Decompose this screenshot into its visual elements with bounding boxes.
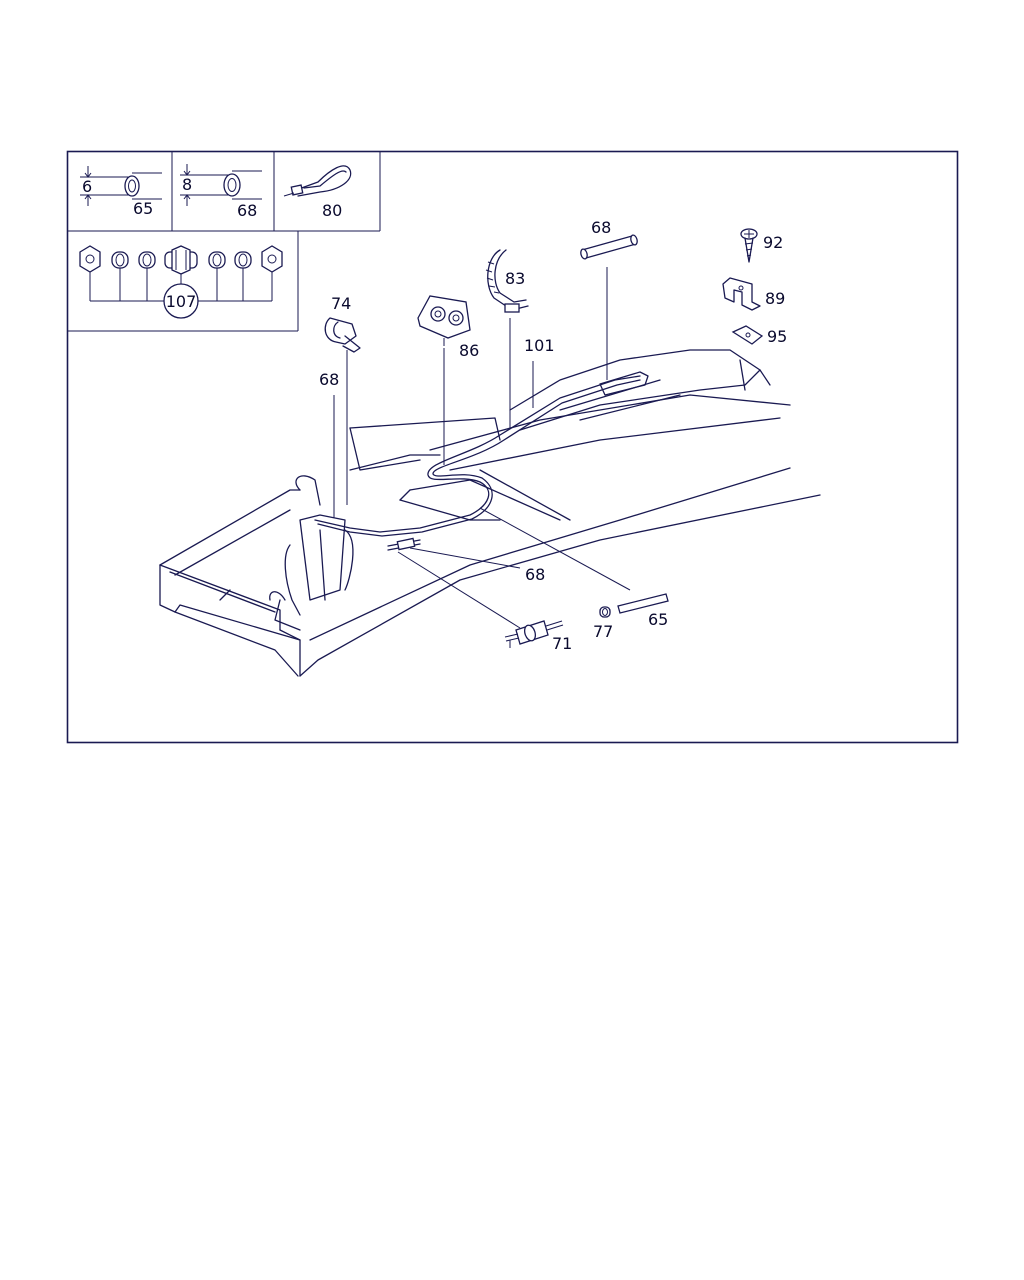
fuel-filter-icon (504, 620, 564, 648)
label-89: 89 (765, 289, 785, 308)
strap-icon (485, 249, 529, 313)
label-68-top: 68 (591, 218, 611, 237)
label-74: 74 (331, 294, 351, 313)
fuel-line (314, 375, 641, 551)
screw-icon (740, 228, 758, 263)
label-77: 77 (593, 622, 613, 641)
label-68-left: 68 (319, 370, 339, 389)
label-86: 86 (459, 341, 479, 360)
diagram-frame (66, 150, 959, 744)
label-95: 95 (767, 327, 787, 346)
label-68-mid: 68 (525, 565, 545, 584)
hose-8mm-icon (180, 164, 262, 206)
inset-label-80: 80 (322, 201, 342, 220)
kit-label-107: 107 (166, 292, 197, 311)
inset-label-65: 65 (133, 199, 153, 218)
hose-6mm-icon (80, 166, 162, 206)
double-clip-86-icon (417, 295, 471, 346)
label-101: 101 (524, 336, 555, 355)
hose-segment-65-icon (617, 593, 669, 614)
label-65: 65 (648, 610, 668, 629)
fittings-kit-icon (79, 245, 283, 319)
bracket-icon (722, 277, 761, 311)
cable-tie-icon (283, 165, 352, 197)
leader-lines (333, 267, 631, 629)
label-71: 71 (552, 634, 572, 653)
hose-segment-68-icon (580, 234, 638, 260)
label-92: 92 (763, 233, 783, 252)
label-83: 83 (505, 269, 525, 288)
inset-label-68: 68 (237, 201, 257, 220)
clip-74-icon (324, 317, 361, 353)
inset-dim-8: 8 (182, 175, 192, 194)
inset-dim-6: 6 (82, 177, 92, 196)
plug-icon (599, 606, 611, 618)
chassis-frame (159, 349, 821, 677)
clip-nut-icon (731, 325, 764, 345)
inset-panel (67, 151, 381, 332)
